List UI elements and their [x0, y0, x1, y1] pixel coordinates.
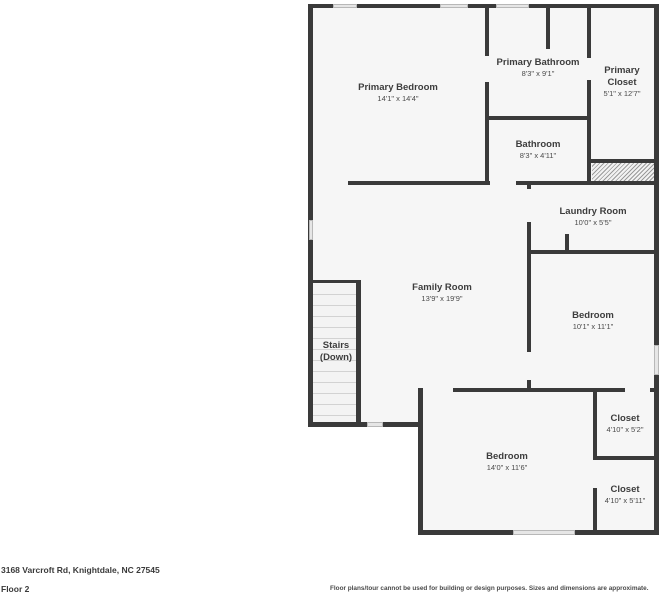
room-name: Primary Bedroom: [358, 82, 438, 93]
floor-upper-block: [310, 6, 657, 184]
wall-stairs-east: [356, 280, 361, 425]
room-primary-closet: Primary Closet 5'1" x 12'7": [604, 65, 641, 99]
wall-mid-horizontal: [308, 181, 313, 185]
room-family: Family Room 13'9" x 19'9": [412, 282, 472, 304]
room-primary-bathroom: Primary Bathroom 8'3" x 9'1": [497, 57, 580, 79]
address: 3168 Varcroft Rd, Knightdale, NC 27545: [1, 565, 160, 575]
wall-mid-horizontal: [516, 181, 659, 185]
room-name: Closet: [610, 484, 640, 495]
wall-closets-west: [593, 388, 597, 458]
room-stairs: Stairs (Down): [320, 340, 352, 364]
room-laundry: Laundry Room 10'0" x 5'5": [559, 206, 626, 228]
room-name: Closet: [607, 77, 637, 88]
room-name: Primary Bathroom: [496, 57, 580, 68]
wall-left: [308, 4, 313, 427]
room-bedroom-right: Bedroom 10'1" x 11'1": [572, 310, 614, 332]
room-name: Closet: [610, 413, 640, 424]
room-name: Bedroom: [486, 451, 528, 462]
floor-lower-block: [420, 390, 657, 533]
wall-family-east: [527, 222, 531, 352]
room-name: Family Room: [412, 282, 472, 293]
wall-family-east: [527, 181, 531, 189]
floor-middle-block: [310, 184, 657, 424]
wall-mid-horizontal: [348, 181, 490, 185]
wall-primary-bed-east: [485, 4, 489, 56]
window: [513, 530, 575, 535]
wall-closets-divider: [593, 456, 657, 460]
window: [309, 220, 313, 240]
window: [440, 4, 468, 8]
room-dimensions: 5'1" x 12'7": [603, 89, 641, 98]
room-dimensions: 14'1" x 14'4": [377, 94, 419, 103]
wall-stairs-top: [313, 280, 359, 283]
room-dimensions: 14'0" x 11'6": [486, 463, 528, 472]
wall-right: [654, 4, 659, 535]
floor-label: Floor 2: [1, 584, 30, 594]
wall-top: [308, 4, 659, 8]
room-dimensions: 8'3" x 9'1": [521, 69, 555, 78]
room-name: Laundry Room: [559, 206, 627, 217]
room-dimensions: 4'10" x 5'11": [604, 496, 646, 505]
room-name: Stairs: [322, 340, 350, 351]
wall-primary-bed-east: [485, 82, 489, 185]
wall-closets-west: [593, 488, 597, 535]
wall-laundry-stub: [565, 234, 569, 252]
disclaimer: Floor plans/tour cannot be used for buil…: [330, 585, 649, 592]
wall-bedroom-bottom: [650, 388, 659, 392]
room-dimensions: 4'10" x 5'2": [606, 425, 644, 434]
wall-bath-divider: [487, 116, 589, 120]
room-name: (Down): [319, 352, 353, 363]
wall-bedroom-bottom: [418, 388, 422, 392]
wall-bath-stub: [546, 4, 550, 49]
wall-laundry-bottom: [529, 250, 657, 254]
room-dimensions: 10'0" x 5'5": [574, 218, 612, 227]
floor-plan: Primary Bedroom 14'1" x 14'4" Primary Ba…: [308, 4, 659, 535]
room-bedroom-bottom: Bedroom 14'0" x 11'6": [486, 451, 528, 473]
window: [654, 345, 659, 375]
hatched-area: [592, 163, 654, 181]
room-dimensions: 13'9" x 19'9": [421, 294, 463, 303]
wall-closet-bottom: [589, 159, 656, 163]
wall-bedroom-bottom: [453, 388, 625, 392]
room-dimensions: 10'1" x 11'1": [572, 322, 614, 331]
window: [367, 422, 383, 427]
room-name: Bedroom: [572, 310, 614, 321]
window: [496, 4, 529, 8]
stairs-treads: [313, 284, 357, 423]
wall-closet-west: [587, 80, 591, 185]
room-name: Bathroom: [515, 139, 561, 150]
wall-closet-west: [587, 4, 591, 58]
room-closet-lower: Closet 4'10" x 5'11": [605, 484, 646, 506]
wall-family-east: [527, 380, 531, 392]
room-closet-upper: Closet 4'10" x 5'2": [607, 413, 644, 435]
window: [333, 4, 357, 8]
wall-bottom-left: [308, 422, 421, 427]
room-dimensions: 8'3" x 4'11": [519, 151, 557, 160]
room-bathroom: Bathroom 8'3" x 4'11": [516, 139, 561, 161]
room-name: Primary: [604, 65, 640, 76]
wall-lower-left: [418, 388, 423, 535]
room-primary-bedroom: Primary Bedroom 14'1" x 14'4": [358, 82, 438, 104]
